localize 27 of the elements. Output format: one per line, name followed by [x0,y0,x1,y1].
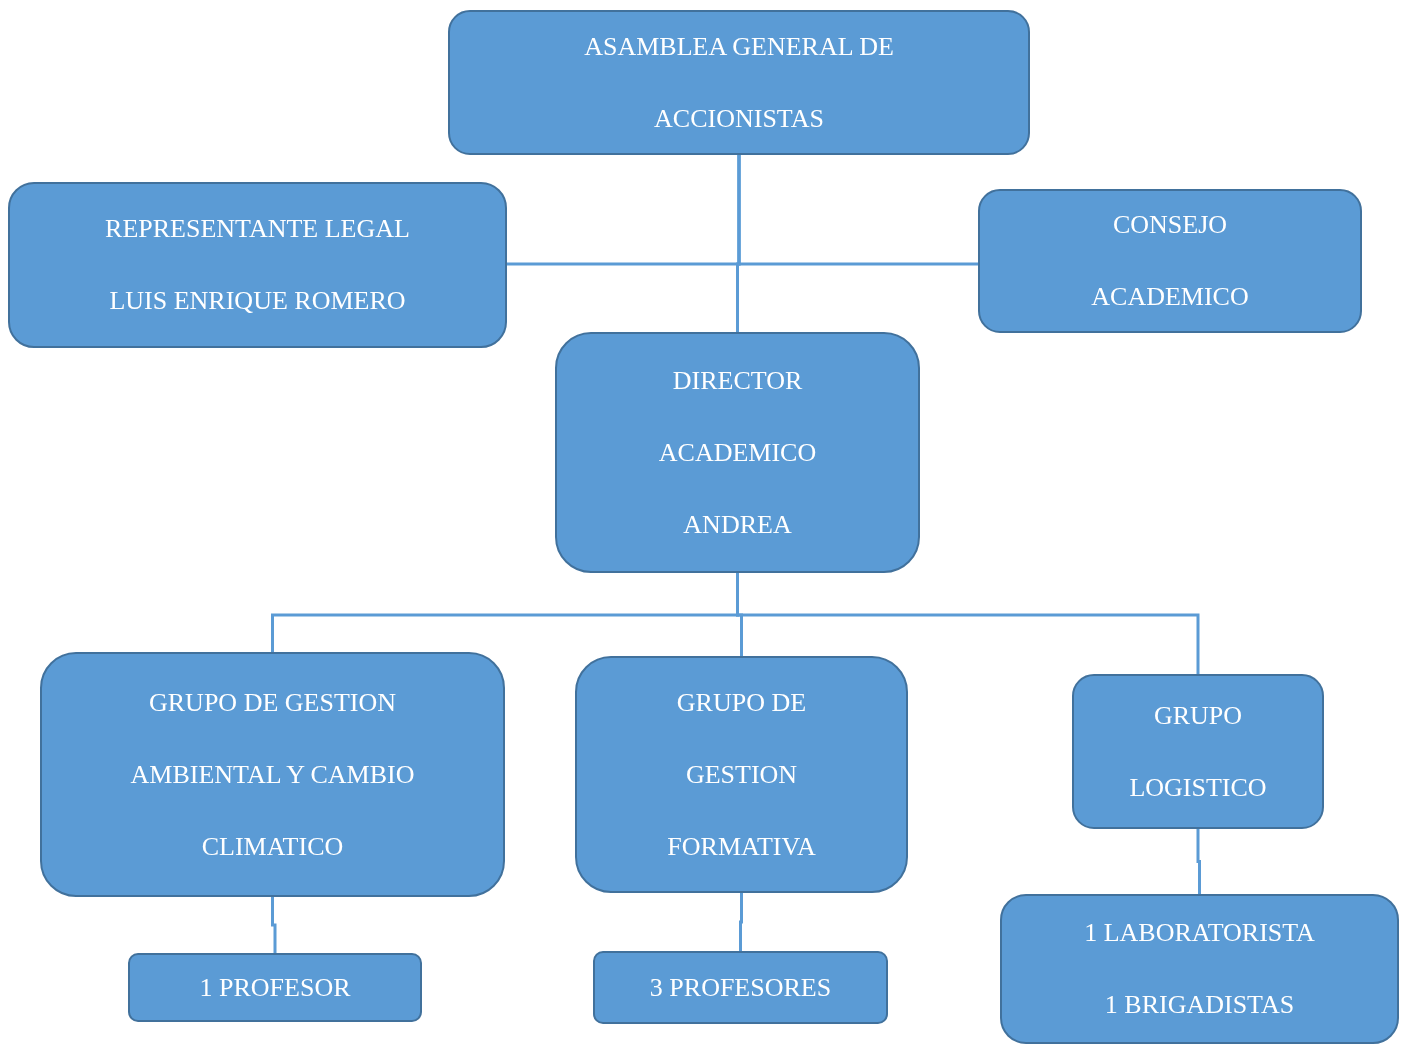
box-label: ASAMBLEA GENERAL DE ACCIONISTAS [583,30,895,135]
connector-line [1196,829,1201,894]
box-label: CONSEJO ACADEMICO [1090,209,1250,313]
connector-line [739,893,743,951]
box-label: REPRESENTANTE LEGAL [105,213,410,245]
org-box [1072,674,1324,829]
box-label: DIRECTOR ACADEMICO [657,364,818,469]
box-label: GRUPO DE GESTION FORMATIVA [666,686,817,863]
box-label: GRUPO LOGISTICO [1128,699,1268,804]
org-box [555,332,920,573]
org-box [593,951,888,1024]
org-box [575,656,908,893]
org-box [40,652,505,897]
box-label: 1 LABORATORISTA [1084,917,1315,949]
box-label: 1 PROFESOR [199,971,351,1004]
connector-line [736,155,741,332]
box-label: LUIS ENRIQUE ROMERO [109,285,406,317]
connector-line [271,897,277,953]
box-label: 3 PROFESORES [649,971,832,1004]
box-label: 1 BRIGADISTAS [1104,989,1295,1021]
box-label: GRUPO DE GESTION AMBIENTAL Y CAMBIO CLIMATICO [129,686,416,863]
org-box [978,189,1362,333]
org-box [8,182,507,348]
org-box [448,10,1030,155]
box-label: ANDREA [683,508,792,541]
org-box [128,953,422,1022]
org-box [1000,894,1399,1044]
